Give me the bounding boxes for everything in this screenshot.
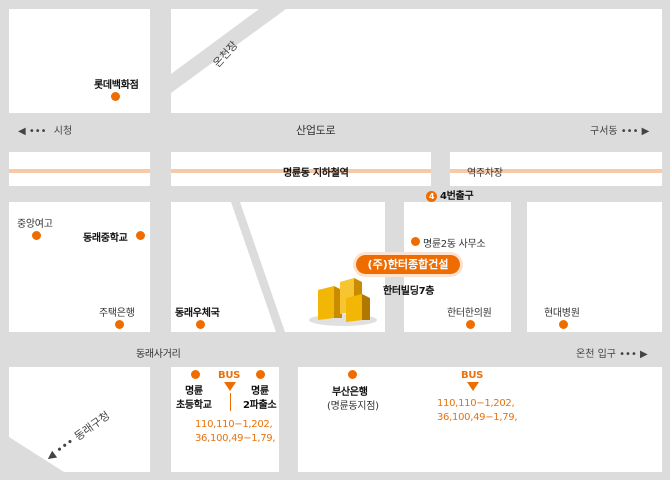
subway-line-left — [9, 169, 150, 173]
marker-lotte — [111, 92, 120, 101]
road-label-city-hall: 시청 — [53, 126, 73, 137]
block-top-left — [9, 9, 150, 113]
marker-busan-bank — [348, 370, 357, 379]
bus-routes-right-1: 110,110−1,202, — [437, 398, 515, 409]
marker-jungang-girls — [32, 231, 41, 240]
arrow-dots: ••• — [617, 126, 642, 137]
road-arrow-city-hall: ◀ ••• 시청 — [18, 122, 72, 137]
road-arrow-guseo: 구서동 ••• ▶ — [590, 122, 649, 137]
bus-stop-left-icon — [224, 382, 236, 391]
block-bottom-bank — [298, 367, 662, 472]
marker-myeongryun2-office — [411, 237, 420, 246]
label-myeongryun-elementary-2: 초등학교 — [176, 400, 212, 411]
label-dongnae-middle: 동래중학교 — [83, 233, 128, 244]
exit-number-badge: 4 — [426, 191, 437, 202]
label-hyundai-hospital: 현대병원 — [544, 308, 580, 319]
subway-line-mid — [171, 169, 431, 173]
arrow-right-icon: ▶ — [640, 349, 648, 360]
block-bottom-left — [9, 367, 150, 472]
label-myeongryun-elementary-1: 명륜 — [185, 386, 203, 397]
road-label-guseo: 구서동 — [590, 126, 618, 137]
arrow-dots: ••• — [615, 349, 641, 360]
bus-stop-left-pole — [230, 393, 231, 411]
road-arrow-oncheon: 온천 입구 ••• ▶ — [576, 345, 648, 360]
building-icon — [309, 278, 377, 326]
marker-hyundai-hospital — [559, 320, 568, 329]
road-label-subway: 명륜동 지하철역 — [283, 168, 349, 179]
road-label-dongnae-intersection: 동래사거리 — [136, 349, 181, 360]
label-myeongryun2-office: 명륜2동 사무소 — [423, 239, 486, 250]
marker-myeongryun-elementary — [191, 370, 200, 379]
bus-stop-right-icon — [467, 382, 479, 391]
arrow-right-icon: ▶ — [641, 126, 650, 137]
bus-routes-left-2: 36,100,49−1,79, — [195, 433, 276, 444]
label-dongnae-post: 동래우체국 — [175, 308, 220, 319]
label-busan-bank: 부산은행 — [332, 387, 368, 398]
marker-housing-bank — [115, 320, 124, 329]
road-label-oncheon: 온천 입구 — [576, 349, 616, 360]
block-mid-left — [9, 202, 150, 332]
label-lotte: 롯데백화점 — [94, 80, 139, 91]
block-mid-hospital — [527, 202, 662, 332]
bus-routes-left-1: 110,110−1,202, — [195, 419, 273, 430]
marker-dongnae-post — [196, 320, 205, 329]
arrow-dots: ••• — [25, 126, 50, 137]
bus-routes-right-2: 36,100,49−1,79, — [437, 412, 518, 423]
bus-stop-left-label: BUS — [218, 370, 241, 381]
marker-hanter-clinic — [466, 320, 475, 329]
exit-label: 4번출구 — [440, 191, 474, 202]
label-hanter-clinic: 한터한의원 — [447, 308, 492, 319]
marker-police — [256, 370, 265, 379]
road-label-sanup: 산업도로 — [296, 124, 336, 137]
road-label-yeokju: 역주차장 — [467, 168, 503, 179]
label-housing-bank: 주택은행 — [99, 308, 135, 319]
label-jungang-girls: 중앙여고 — [17, 219, 53, 230]
arrow-left-icon: ◀ — [18, 126, 26, 137]
company-badge: (주)한터종합건설 — [356, 255, 460, 274]
label-police-2: 2파출소 — [243, 400, 277, 411]
subway-line-right — [450, 169, 662, 173]
bus-stop-right-label: BUS — [461, 370, 484, 381]
label-busan-bank-branch: (명륜동지점) — [327, 401, 379, 412]
label-hanter-building: 한터빌딩7층 — [383, 286, 435, 297]
marker-dongnae-middle — [136, 231, 145, 240]
label-police-1: 명륜 — [251, 386, 269, 397]
block-top-right — [171, 9, 662, 113]
